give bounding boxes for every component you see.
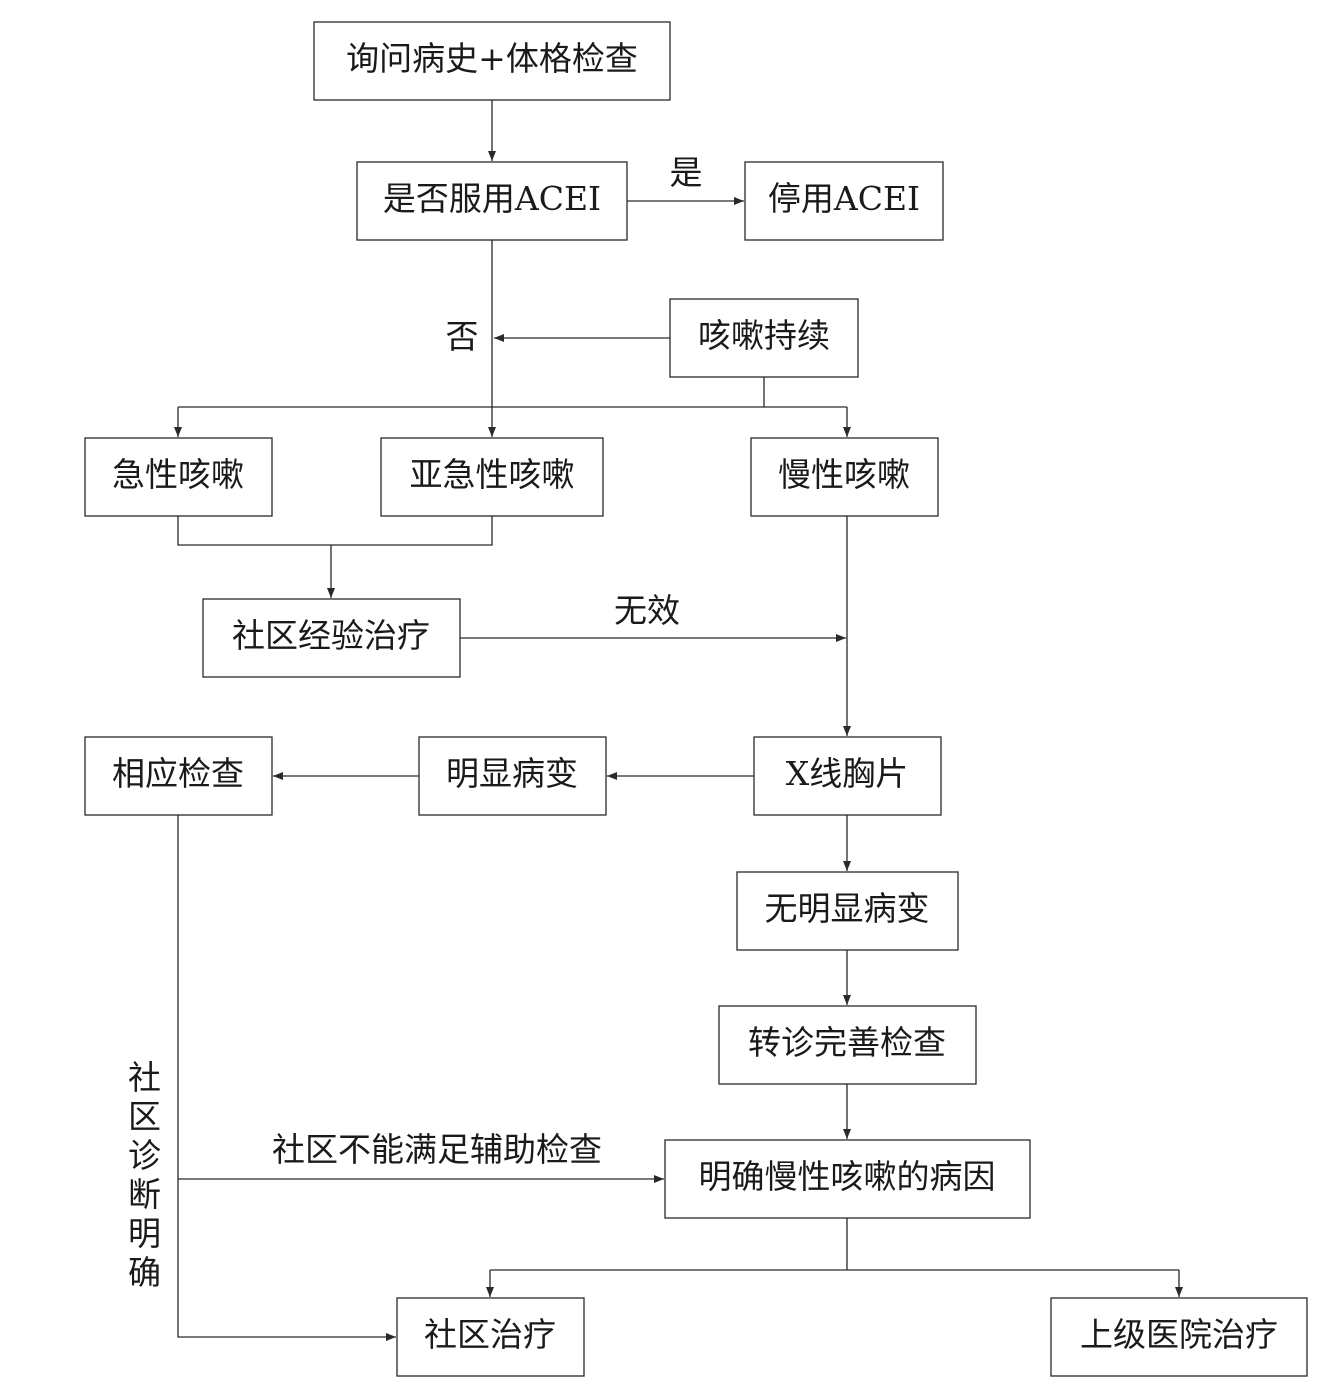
node-obvious-lesion-label: 明显病变 <box>446 754 578 793</box>
edge-label-community-insufficient: 社区不能满足辅助检查 <box>272 1130 602 1169</box>
node-chronic-cough-label: 慢性咳嗽 <box>778 455 910 494</box>
node-cough-persist: 咳嗽持续 <box>669 298 859 378</box>
node-box <box>84 437 273 517</box>
node-box <box>669 298 859 378</box>
edge-label-ineffective: 无效 <box>614 591 680 630</box>
node-history-label: 询问病史+体格检查 <box>346 39 638 78</box>
node-box <box>1050 1297 1308 1377</box>
node-box <box>736 871 959 951</box>
node-define-cause: 明确慢性咳嗽的病因 <box>664 1139 1031 1219</box>
node-referral-label: 转诊完善检查 <box>748 1023 946 1062</box>
node-community-treatment: 社区治疗 <box>396 1297 585 1377</box>
node-box <box>313 21 671 101</box>
node-empirical-treatment-label: 社区经验治疗 <box>232 616 430 655</box>
node-referral: 转诊完善检查 <box>718 1005 977 1085</box>
node-acei-question: 是否服用ACEI <box>356 161 628 241</box>
node-box <box>744 161 944 241</box>
node-xray-label: X线胸片 <box>786 754 909 793</box>
node-no-lesion-label: 无明显病变 <box>765 889 930 928</box>
edge-label-community-clear: 社区诊断明确 <box>123 1060 162 1294</box>
node-xray: X线胸片 <box>753 736 942 816</box>
node-subacute-cough: 亚急性咳嗽 <box>380 437 604 517</box>
node-chronic-cough: 慢性咳嗽 <box>750 437 939 517</box>
node-history: 询问病史+体格检查 <box>313 21 671 101</box>
node-higher-hospital-treatment: 上级医院治疗 <box>1050 1297 1308 1377</box>
node-no-lesion: 无明显病变 <box>736 871 959 951</box>
line-acute-subacute-merge <box>177 516 493 546</box>
line-exam-down <box>177 815 396 1341</box>
node-box <box>753 736 942 816</box>
node-acei-question-label: 是否服用ACEI <box>383 179 601 218</box>
node-box <box>418 736 607 816</box>
node-acute-cough: 急性咳嗽 <box>84 437 273 517</box>
edge-label-yes: 是 <box>670 153 703 192</box>
node-corresponding-exam: 相应检查 <box>84 736 273 816</box>
edge-label-no: 否 <box>446 317 479 356</box>
node-corresponding-exam-label: 相应检查 <box>112 754 244 793</box>
node-stop-acei: 停用ACEI <box>744 161 944 241</box>
node-higher-hospital-treatment-label: 上级医院治疗 <box>1080 1315 1278 1354</box>
node-define-cause-label: 明确慢性咳嗽的病因 <box>699 1157 996 1196</box>
node-stop-acei-label: 停用ACEI <box>768 179 920 218</box>
node-box <box>380 437 604 517</box>
node-acute-cough-label: 急性咳嗽 <box>112 455 244 494</box>
node-community-treatment-label: 社区治疗 <box>424 1315 556 1354</box>
node-box <box>664 1139 1031 1219</box>
node-box <box>750 437 939 517</box>
node-empirical-treatment: 社区经验治疗 <box>202 598 461 678</box>
node-box <box>396 1297 585 1377</box>
node-box <box>202 598 461 678</box>
node-obvious-lesion: 明显病变 <box>418 736 607 816</box>
node-subacute-cough-label: 亚急性咳嗽 <box>410 455 575 494</box>
node-box <box>356 161 628 241</box>
node-box <box>718 1005 977 1085</box>
node-cough-persist-label: 咳嗽持续 <box>698 316 830 355</box>
